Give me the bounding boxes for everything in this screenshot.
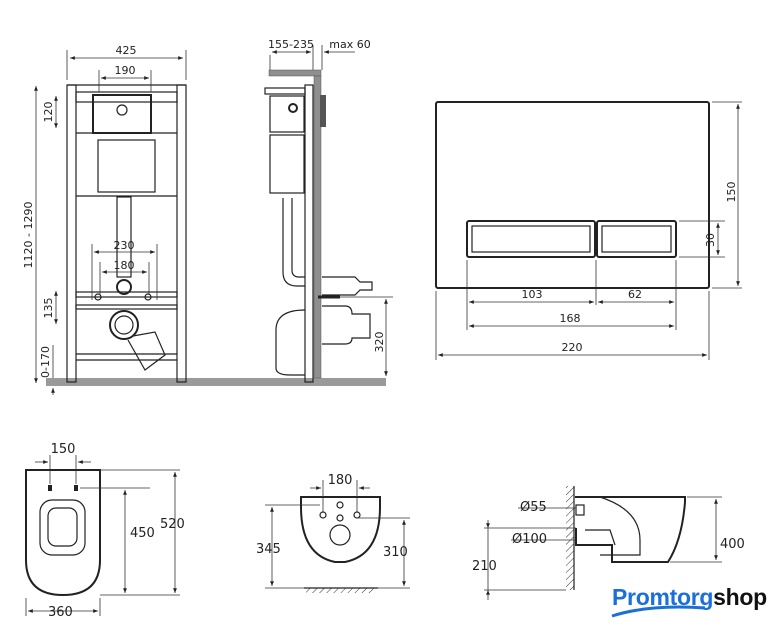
- promtorgshop-logo: Promtorgshop: [612, 584, 767, 611]
- dim-studs: 230: [114, 239, 135, 252]
- dim-width: 360: [48, 605, 73, 620]
- dim-plate-width: 220: [562, 341, 583, 354]
- dim-inner-length: 450: [130, 526, 155, 541]
- dim-right-button: 62: [628, 288, 642, 301]
- floor: [46, 378, 386, 386]
- dim-outlet-height-side: 210: [472, 559, 497, 574]
- dim-length: 520: [160, 517, 185, 532]
- dim-height-range: 1120 - 1290: [22, 202, 35, 269]
- dim-depth-range: 155-235: [268, 38, 314, 51]
- dim-outlet-diameter: Ø100: [512, 532, 547, 547]
- flush-mechanism: [92, 94, 152, 134]
- dim-width-button: 190: [115, 64, 136, 77]
- dim-seat-gap: 150: [51, 442, 76, 457]
- dim-height-left: 345: [256, 542, 281, 557]
- dim-height-button: 120: [42, 102, 55, 123]
- cistern: [97, 139, 156, 193]
- logo-swoosh: [611, 605, 706, 618]
- dim-height-right: 310: [383, 545, 408, 560]
- flush-button-small: [596, 220, 677, 258]
- wall-hatch: [566, 486, 574, 590]
- dim-wall-max: max 60: [329, 38, 370, 51]
- wall: [313, 75, 322, 379]
- dim-pipes-height: 135: [42, 298, 55, 319]
- dim-mount-width: 180: [328, 473, 353, 488]
- dim-button-height: 30: [704, 233, 717, 247]
- toilet-bowl-outline: [25, 469, 101, 597]
- dim-width-total: 425: [116, 44, 137, 57]
- dim-plate-height: 150: [725, 182, 738, 203]
- installation-front-view: 425 190 120 1120 - 1290 230 180 135 0-17…: [22, 44, 386, 395]
- toilet-rear-outline: [300, 496, 381, 563]
- logo-part2: shop: [713, 584, 767, 610]
- dim-buttons-width: 168: [560, 312, 581, 325]
- installation-side-view: 155-235 max 60 320: [264, 38, 393, 383]
- flush-pipe: [116, 196, 132, 278]
- toilet-side-outline: [575, 496, 686, 563]
- dim-leg-range: 0-170: [39, 346, 52, 378]
- wall-top: [268, 69, 322, 77]
- dim-inlet-diameter: Ø55: [520, 500, 547, 515]
- dim-left-button: 103: [522, 288, 543, 301]
- dim-toilet-height: 400: [720, 537, 745, 552]
- toilet-top-view: 150 520 450 360: [25, 442, 185, 620]
- flush-button-large: [466, 220, 596, 258]
- logo-part1: Promtorg: [612, 584, 714, 610]
- flush-plate-view: 150 30 103 62 168 220: [435, 101, 742, 360]
- flush-plate: [435, 101, 710, 289]
- dim-pipes: 180: [114, 259, 135, 272]
- toilet-side-view: Ø55 Ø100 210 400: [472, 486, 745, 600]
- toilet-rear-view: 180 345 310: [256, 473, 410, 593]
- dim-outlet-height: 320: [373, 332, 386, 353]
- drain-outlet: [109, 310, 139, 340]
